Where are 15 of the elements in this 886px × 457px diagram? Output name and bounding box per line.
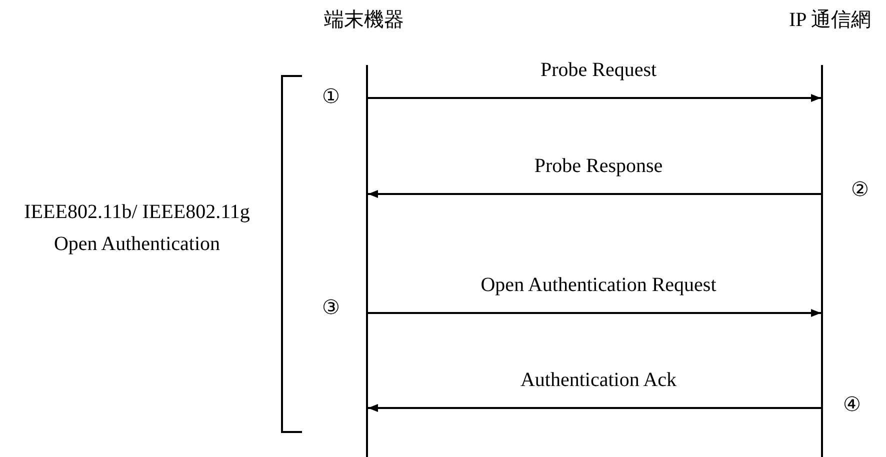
step-number: ③ bbox=[322, 298, 340, 318]
edge-label: Open Authentication Request bbox=[480, 275, 716, 295]
step-number: ④ bbox=[843, 395, 861, 415]
message-arrow bbox=[368, 404, 821, 412]
step-number: ② bbox=[851, 180, 869, 200]
lifeline-heading: IP 通信網 bbox=[788, 10, 872, 30]
lifeline-heading: 端末機器 bbox=[324, 10, 404, 30]
edge-label: Probe Request bbox=[540, 60, 657, 80]
step-number: ① bbox=[322, 87, 340, 107]
message-arrow bbox=[368, 309, 821, 317]
message-arrow bbox=[368, 190, 821, 198]
bracket-label: IEEE802.11b/ IEEE802.11g Open Authentication bbox=[23, 200, 251, 257]
edge-label: Authentication Ack bbox=[520, 370, 677, 390]
edge-label: Probe Response bbox=[534, 156, 663, 176]
message-arrow bbox=[368, 94, 821, 102]
